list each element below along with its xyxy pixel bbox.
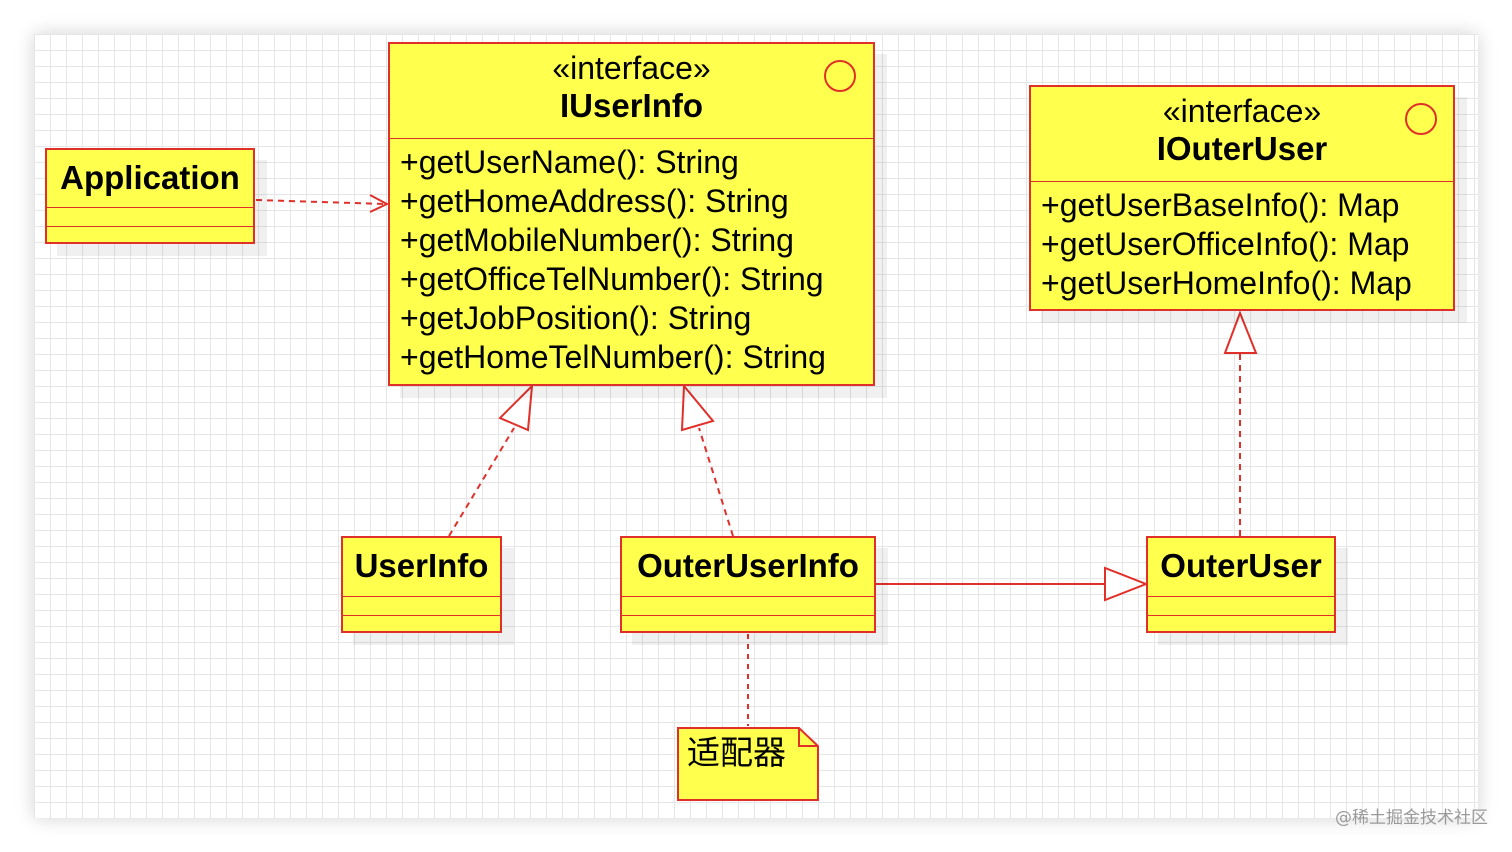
class-outeruserinfo[interactable]: OuterUserInfo [620,536,876,633]
class-application[interactable]: Application [45,148,255,244]
note-text: 适配器 [687,733,786,772]
class-name-application: Application [60,159,240,196]
operation-item: +getOfficeTelNumber(): String [400,261,824,297]
class-name-userinfo: UserInfo [354,547,489,584]
attributes-compartment [622,597,874,616]
class-name-outeruserinfo: OuterUserInfo [637,547,859,584]
interface-iuserinfo[interactable]: «interface» IUserInfo +getUserName(): St… [388,42,875,386]
dependency-line-application [255,199,387,205]
realization-arrowhead-outeruser [1223,310,1258,354]
class-outeruser[interactable]: OuterUser [1146,536,1336,633]
class-name-iuserinfo: IUserInfo [559,87,704,124]
note-adapter[interactable]: 适配器 [677,727,819,801]
generalization-arrowhead [1104,566,1149,602]
attributes-compartment [47,208,253,227]
interface-iouteruser[interactable]: «interface» IOuterUser +getUserBaseInfo(… [1029,85,1455,311]
stereotype-label: «interface» [552,50,711,86]
attributes-compartment [1148,597,1334,616]
interface-circle-icon [1405,103,1437,135]
operation-item: +getUserOfficeInfo(): Map [1041,226,1410,262]
operations-list: +getUserName(): String +getHomeAddress()… [390,139,873,377]
operation-item: +getUserBaseInfo(): Map [1041,187,1400,223]
realization-arrowhead-outeruserinfo [680,383,715,432]
interface-circle-icon [824,60,856,92]
operation-item: +getHomeTelNumber(): String [400,339,826,375]
realization-line-outeruserinfo [698,427,734,537]
realization-line-userinfo [448,427,515,537]
operation-item: +getUserName(): String [400,144,739,180]
operation-item: +getMobileNumber(): String [400,222,794,258]
watermark-text: @稀土掘金技术社区 [1335,808,1488,828]
stereotype-label: «interface» [1162,93,1322,129]
class-userinfo[interactable]: UserInfo [341,536,502,633]
attributes-compartment [343,597,500,616]
class-name-iouteruser: IOuterUser [1156,130,1328,167]
operation-item: +getHomeAddress(): String [400,183,789,219]
realization-arrowhead-userinfo [498,383,534,432]
operations-list: +getUserBaseInfo(): Map +getUserOfficeIn… [1031,182,1453,303]
dependency-arrowhead [369,194,390,213]
operation-item: +getUserHomeInfo(): Map [1041,265,1412,301]
note-folded-corner-shape [677,727,819,801]
operation-item: +getJobPosition(): String [400,300,752,336]
class-name-outeruser: OuterUser [1160,547,1322,584]
